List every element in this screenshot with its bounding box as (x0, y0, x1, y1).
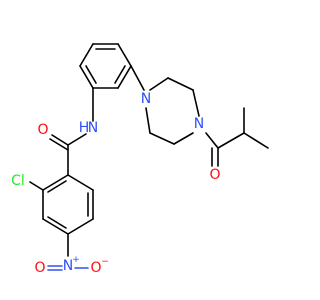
bond (173, 132, 194, 145)
molecule-diagram: Cl N H O N N O N + O O − (11, 43, 269, 276)
bond (243, 132, 269, 149)
double-bond-inner (47, 216, 67, 229)
double-bond-inner (47, 180, 67, 193)
aniline-ring (79, 43, 132, 89)
atom-piperazine-n1: N (141, 91, 151, 107)
nitro-n-charge: + (72, 255, 80, 265)
bond (79, 65, 94, 89)
atom-acyl-o: O (209, 167, 220, 183)
isobutyryl-group (205, 107, 269, 167)
double-bond-inner (85, 65, 97, 84)
bond (130, 65, 145, 91)
atom-piperazine-n4: N (194, 116, 204, 132)
bond (149, 132, 175, 145)
nitrobenzene-ring (42, 174, 94, 235)
atom-amide-n: N (88, 120, 98, 136)
bond (67, 218, 94, 235)
bond (49, 138, 69, 151)
atom-nitro-n: N (63, 258, 73, 274)
atom-nitro-o-right: O (90, 260, 101, 276)
atom-amide-h: H (79, 120, 90, 136)
bond (117, 43, 132, 67)
bond (117, 65, 132, 89)
atom-nitro-o-left: O (34, 260, 45, 276)
bond (51, 134, 69, 146)
nitro-o-charge: − (101, 257, 109, 267)
bond (79, 43, 94, 67)
bond (192, 89, 200, 117)
bond (67, 174, 94, 191)
double-bond-inner (114, 65, 126, 84)
bond (205, 132, 219, 149)
bond (42, 218, 69, 235)
atom-cl: Cl (11, 173, 25, 189)
structure-svg: Cl N H O N N O N + O O − (11, 43, 269, 276)
bond (67, 133, 87, 146)
piperazine-ring (130, 65, 200, 145)
bond (167, 77, 194, 91)
bond (42, 174, 69, 191)
amide-group (49, 87, 94, 176)
bond (217, 132, 245, 149)
atom-amide-o: O (37, 122, 48, 138)
bond (145, 107, 151, 134)
bond (149, 77, 169, 91)
bond-to-cl (29, 181, 44, 191)
